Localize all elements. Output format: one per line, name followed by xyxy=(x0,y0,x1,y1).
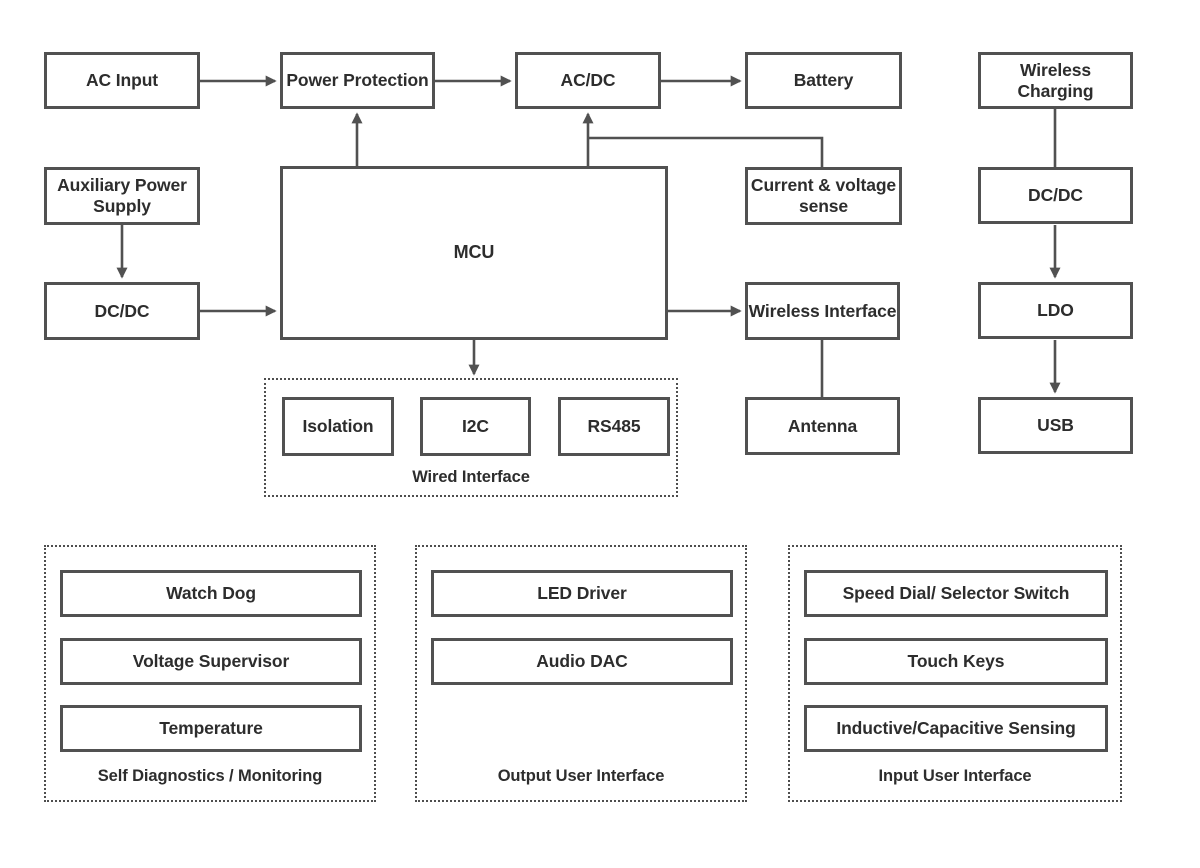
block-audio-dac: Audio DAC xyxy=(431,638,733,685)
group-label-output-user-interface: Output User Interface xyxy=(497,767,665,785)
block-mcu: MCU xyxy=(280,166,668,340)
group-label-wired-interface: Wired Interface xyxy=(412,468,530,486)
block-ac-dc: AC/DC xyxy=(515,52,661,109)
block-usb: USB xyxy=(978,397,1133,454)
group-label-input-user-interface: Input User Interface xyxy=(878,767,1032,785)
group-label-self-diagnostics: Self Diagnostics / Monitoring xyxy=(97,767,323,785)
block-antenna: Antenna xyxy=(745,397,900,455)
group-self-diagnostics: Watch Dog Voltage Supervisor Temperature… xyxy=(44,545,376,802)
block-dc-dc-left: DC/DC xyxy=(44,282,200,340)
block-dc-dc-right: DC/DC xyxy=(978,167,1133,224)
block-isolation: Isolation xyxy=(282,397,394,456)
block-wireless-interface: Wireless Interface xyxy=(745,282,900,340)
group-wired-interface: Isolation I2C RS485 Wired Interface xyxy=(264,378,678,497)
block-ldo: LDO xyxy=(978,282,1133,339)
block-current-voltage-sense: Current & voltage sense xyxy=(745,167,902,225)
block-rs485: RS485 xyxy=(558,397,670,456)
block-speed-dial-selector-switch: Speed Dial/ Selector Switch xyxy=(804,570,1108,617)
block-wireless-charging: Wireless Charging xyxy=(978,52,1133,109)
block-auxiliary-power-supply: Auxiliary Power Supply xyxy=(44,167,200,225)
block-led-driver: LED Driver xyxy=(431,570,733,617)
block-i2c: I2C xyxy=(420,397,531,456)
block-voltage-supervisor: Voltage Supervisor xyxy=(60,638,362,685)
line-current-voltage-sense-to-ac-dc-branch xyxy=(588,136,824,167)
block-touch-keys: Touch Keys xyxy=(804,638,1108,685)
block-ac-input: AC Input xyxy=(44,52,200,109)
block-watch-dog: Watch Dog xyxy=(60,570,362,617)
block-temperature: Temperature xyxy=(60,705,362,752)
block-power-protection: Power Protection xyxy=(280,52,435,109)
block-inductive-capacitive-sensing: Inductive/Capacitive Sensing xyxy=(804,705,1108,752)
group-input-user-interface: Speed Dial/ Selector Switch Touch Keys I… xyxy=(788,545,1122,802)
block-battery: Battery xyxy=(745,52,902,109)
group-output-user-interface: LED Driver Audio DAC Output User Interfa… xyxy=(415,545,747,802)
